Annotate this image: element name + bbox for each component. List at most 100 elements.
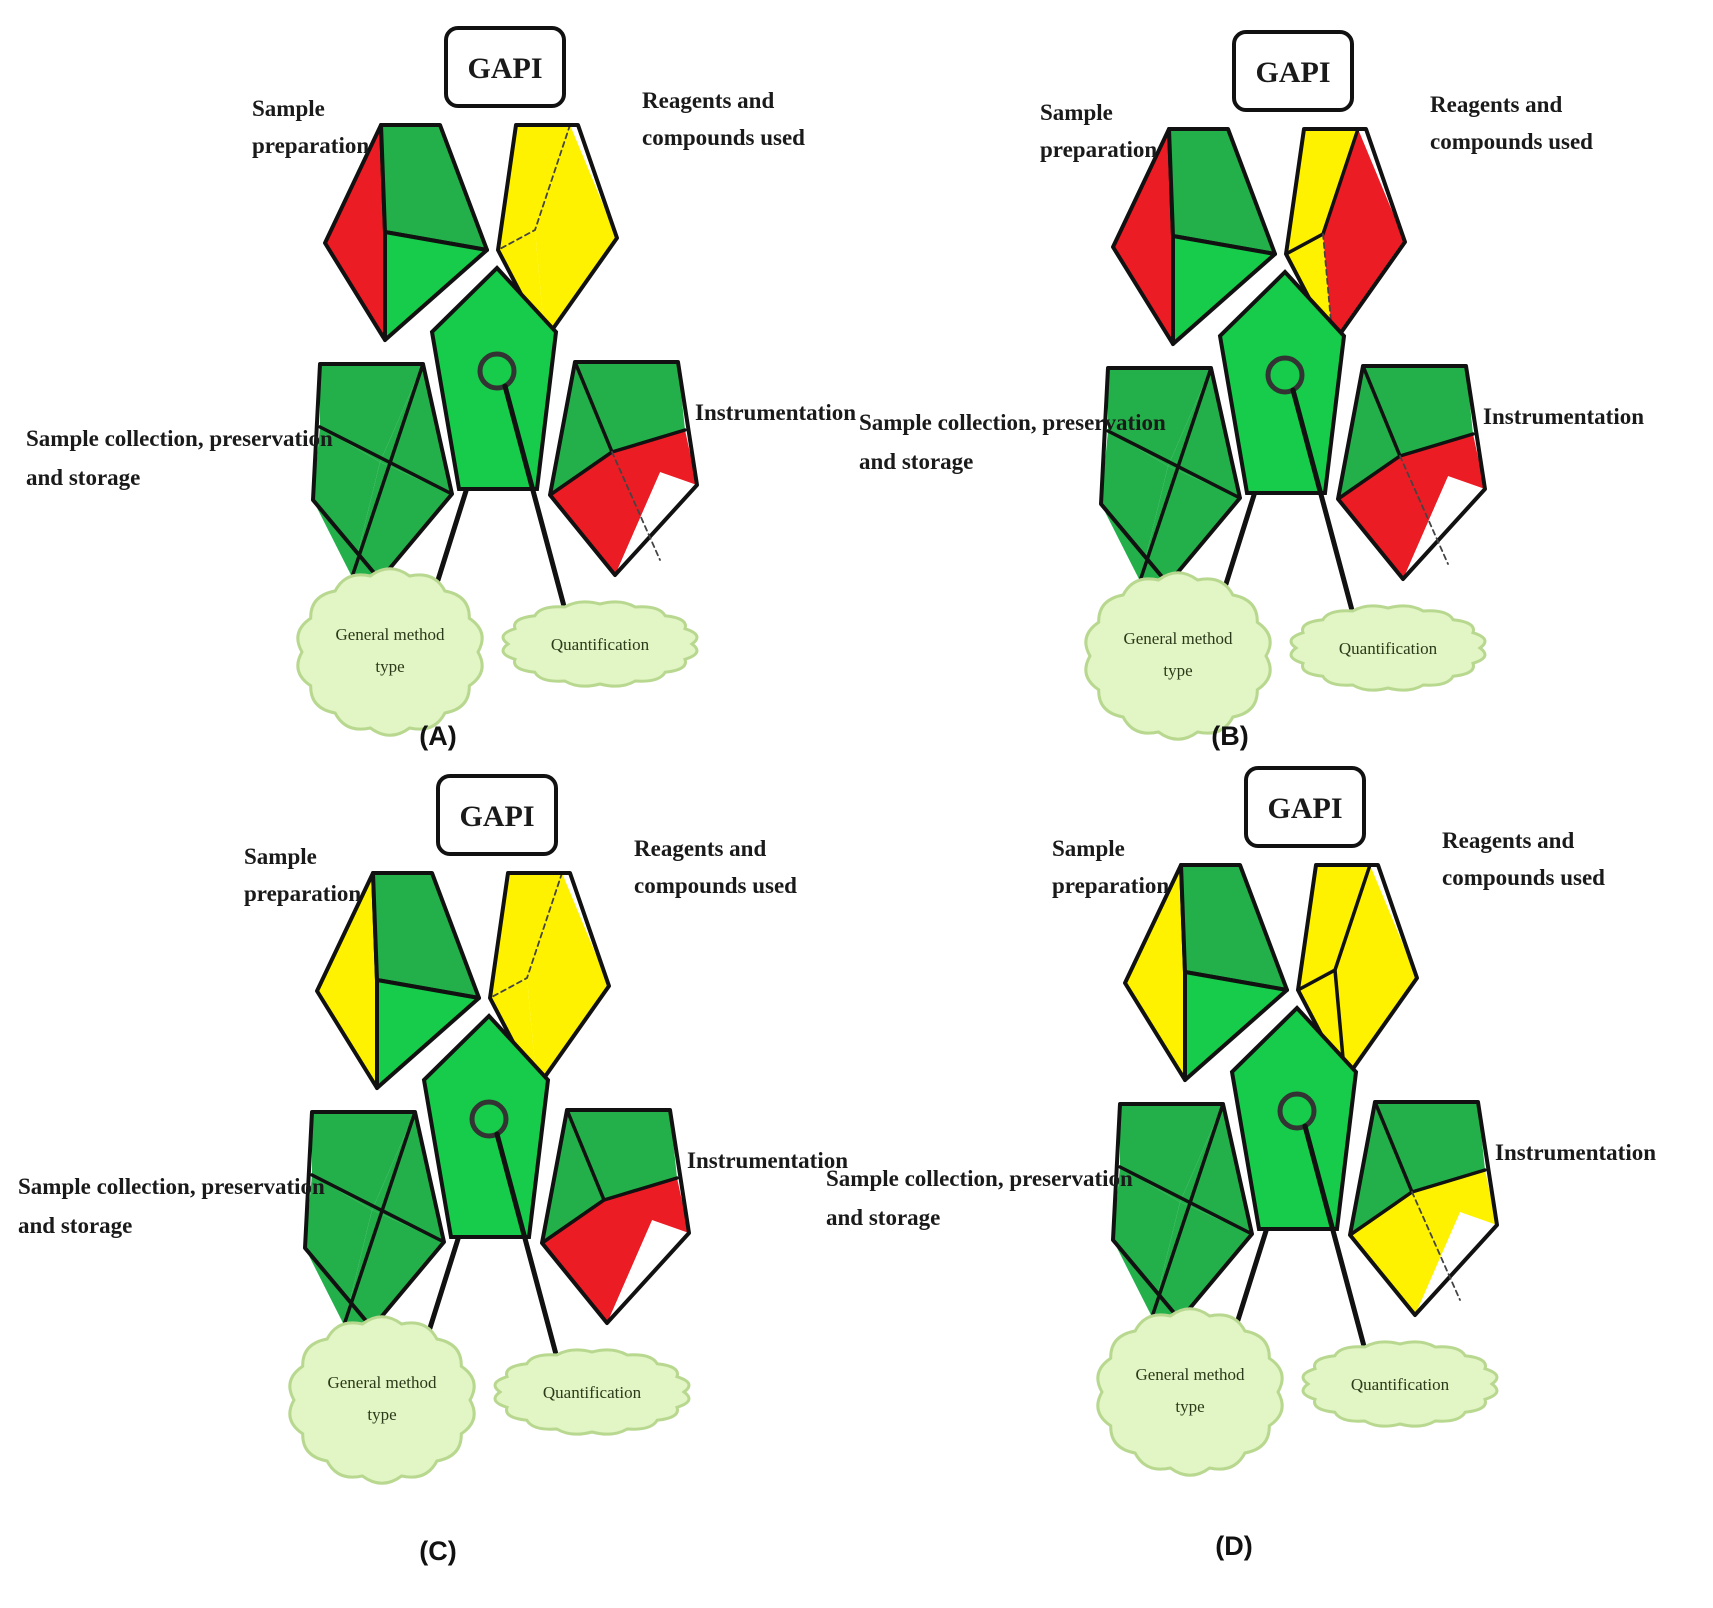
reagents-label: Reagents and <box>642 88 774 113</box>
gapi-title: GAPI <box>1268 792 1343 825</box>
panel-letter: (A) <box>419 721 456 751</box>
sample-collection-label: and storage <box>859 449 973 474</box>
gapi-title-box <box>1244 766 1366 848</box>
sample-collection-pentagon <box>303 1110 446 1330</box>
gapi-title-box <box>436 774 558 856</box>
instrumentation-segment <box>1375 1102 1485 1192</box>
sample-preparation-segment <box>383 230 489 342</box>
reagents-outline <box>1296 863 1419 1082</box>
general-method-label: General method <box>327 1373 437 1392</box>
sample-collection-label: Sample collection, preservation <box>26 426 333 451</box>
sample-collection-label: Sample collection, preservation <box>18 1174 325 1199</box>
sample-collection-segment <box>1168 368 1240 498</box>
reagents-segment <box>490 873 562 998</box>
reagents-label: Reagents and <box>634 836 766 861</box>
sample-collection-segment <box>1120 1104 1223 1202</box>
quantification-cloud <box>501 600 699 688</box>
quantification-label: Quantification <box>551 635 650 654</box>
instrumentation-segment <box>1412 1170 1497 1315</box>
reagents-segment <box>498 125 570 250</box>
reagents-segment <box>1335 865 1417 1080</box>
reagents-segment <box>527 873 609 1088</box>
instrumentation-divider <box>602 1176 679 1202</box>
instrumentation-pentagon <box>1336 364 1487 581</box>
reagents-pentagon <box>496 123 619 342</box>
instrumentation-pentagon <box>548 360 699 577</box>
instrumentation-outline <box>1348 1100 1499 1317</box>
reagents-label: Reagents and <box>1442 828 1574 853</box>
sample-collection-segment <box>312 1112 415 1210</box>
sample-collection-divider <box>318 425 454 496</box>
gapi-title-box <box>444 26 566 108</box>
instrumentation-segment <box>575 362 685 452</box>
sample-collection-divider <box>310 1173 446 1244</box>
general-method-connector <box>427 1236 461 1331</box>
sample-collection-segment <box>305 1175 372 1325</box>
quantification-ring <box>477 351 517 391</box>
sample-preparation-segment <box>1183 970 1289 1082</box>
quantification-label: Quantification <box>1351 1375 1450 1394</box>
sample-collection-outline <box>303 1110 446 1330</box>
general-method-connector <box>435 488 469 583</box>
general-method-label: General method <box>1135 1365 1245 1384</box>
quantification-connector <box>1290 387 1356 617</box>
panel-letter: (D) <box>1215 1531 1252 1561</box>
quantification-ring <box>469 1099 509 1139</box>
reagents-label: compounds used <box>642 125 805 150</box>
reagents-label: compounds used <box>1442 865 1605 890</box>
reagents-divider <box>497 124 571 251</box>
quantification-connector <box>1302 1123 1368 1353</box>
sample-collection-segment <box>344 1210 444 1328</box>
general-method-cloud <box>1096 1307 1284 1477</box>
sample-preparation-segment <box>1167 127 1277 256</box>
sample-preparation-label: preparation <box>1052 873 1169 898</box>
sample-collection-segment <box>1101 431 1168 581</box>
reagents-label: compounds used <box>634 873 797 898</box>
instrumentation-outline <box>540 1108 691 1325</box>
sample-preparation-segment <box>1171 234 1277 346</box>
gapi-title: GAPI <box>468 52 543 85</box>
sample-collection-segment <box>320 364 423 462</box>
sample-preparation-label: preparation <box>252 133 369 158</box>
sample-collection-segment <box>1108 368 1211 466</box>
sample-collection-outline <box>1111 1102 1254 1322</box>
instrumentation-segment <box>612 430 697 575</box>
sample-collection-divider <box>350 362 425 579</box>
sample-preparation-pentagon <box>323 123 489 342</box>
sample-collection-label: and storage <box>826 1205 940 1230</box>
quantification-connector <box>502 383 568 613</box>
sample-collection-divider <box>1150 1102 1225 1319</box>
sample-preparation-segment <box>375 978 481 1090</box>
general-method-label: type <box>375 657 404 676</box>
quantification-cloud <box>1301 1340 1499 1428</box>
quantification-ring <box>1277 1091 1317 1131</box>
sample-collection-segment <box>313 427 380 577</box>
quantification-cloud <box>493 1348 691 1436</box>
panel-letter: (C) <box>419 1536 456 1566</box>
center-pentagon <box>1217 269 1347 495</box>
gapi-title: GAPI <box>1256 56 1331 89</box>
general-method-cloud <box>288 1315 476 1485</box>
center-pentagon <box>421 1013 551 1239</box>
instrumentation-outline <box>548 360 699 577</box>
sample-preparation-segment <box>371 871 481 1000</box>
panel-letter: (B) <box>1211 721 1248 751</box>
general-method-connector <box>1223 492 1257 587</box>
sample-collection-outline <box>1099 366 1242 586</box>
general-method-cloud <box>1084 571 1272 741</box>
general-method-cloud <box>296 567 484 737</box>
sample-collection-label: Sample collection, preservation <box>826 1166 1133 1191</box>
sample-preparation-label: preparation <box>244 881 361 906</box>
general-method-connector <box>1235 1228 1269 1323</box>
sample-collection-outline <box>311 362 454 582</box>
general-method-label: General method <box>335 625 445 644</box>
reagents-outline <box>1284 127 1407 346</box>
sample-collection-segment <box>1152 1202 1252 1320</box>
general-method-label: type <box>367 1405 396 1424</box>
instrumentation-divider <box>1399 455 1449 565</box>
instrumentation-segment <box>567 1110 677 1200</box>
instrumentation-pentagon <box>540 1108 691 1325</box>
quantification-cloud <box>1289 604 1487 692</box>
